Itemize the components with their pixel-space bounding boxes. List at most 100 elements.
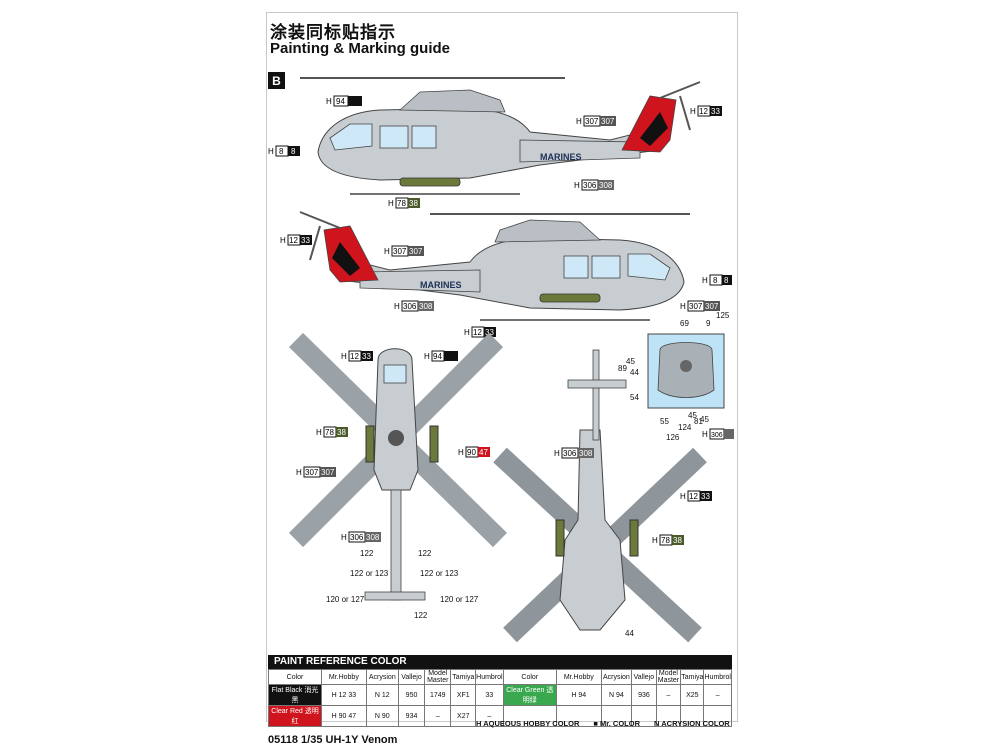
table-cell: XF1 — [450, 684, 477, 706]
footer-product-code: 05118 1/35 UH-1Y Venom — [268, 734, 398, 746]
col-header: Acrysion — [600, 669, 633, 685]
svg-text:44: 44 — [625, 629, 634, 638]
paint-table-heading: PAINT REFERENCE COLOR — [268, 655, 732, 669]
svg-text:H: H — [341, 352, 347, 361]
svg-text:8: 8 — [724, 276, 729, 285]
svg-text:H: H — [464, 328, 470, 337]
table-cell: – — [475, 705, 504, 727]
svg-text:33: 33 — [485, 328, 494, 337]
svg-text:306: 306 — [403, 302, 417, 311]
table-cell — [631, 705, 657, 727]
paint-table-header-row: Color Mr.Hobby Acrysion Vallejo Model Ma… — [267, 669, 732, 685]
svg-text:12: 12 — [689, 492, 698, 501]
svg-text:90: 90 — [467, 448, 476, 457]
svg-text:H: H — [280, 236, 286, 245]
table-row: Clear Red 透明红 H 90 47 N 90 934 – X27 – — [267, 705, 732, 727]
svg-text:8: 8 — [291, 147, 296, 156]
svg-text:38: 38 — [673, 536, 682, 545]
table-cell: X27 — [450, 705, 477, 727]
svg-text:308: 308 — [579, 449, 593, 458]
svg-text:94: 94 — [336, 97, 345, 106]
table-cell: H 12 33 — [321, 684, 367, 706]
legend-item: ■ Mr. COLOR — [593, 719, 640, 728]
svg-text:12: 12 — [699, 107, 708, 116]
col-header: Model Master — [424, 669, 452, 685]
legend-item: H AQUEOUS HOBBY COLOR — [476, 719, 579, 728]
svg-text:H: H — [268, 147, 274, 156]
svg-text:54: 54 — [630, 393, 639, 402]
table-cell: – — [703, 684, 732, 706]
paint-table-grid: Color Mr.Hobby Acrysion Vallejo Model Ma… — [267, 669, 732, 727]
svg-text:33: 33 — [701, 492, 710, 501]
svg-text:45: 45 — [626, 357, 635, 366]
svg-text:H: H — [652, 536, 658, 545]
col-header: Acrysion — [365, 669, 399, 685]
svg-text:H: H — [384, 247, 390, 256]
section-badge: B — [268, 72, 285, 89]
paint-legend: H AQUEOUS HOBBY COLOR ■ Mr. COLOR N ACRY… — [476, 719, 730, 728]
svg-text:306: 306 — [711, 432, 723, 439]
table-cell: 950 — [397, 684, 426, 706]
color-cell-flat-black: Flat Black 消光黑 — [267, 684, 323, 706]
legend-text: AQUEOUS HOBBY COLOR — [483, 719, 580, 728]
color-cell-clear-red: Clear Red 透明红 — [267, 705, 323, 727]
table-cell: 1749 — [424, 684, 452, 706]
svg-text:38: 38 — [409, 199, 418, 208]
svg-text:H: H — [680, 302, 686, 311]
table-cell: 934 — [397, 705, 426, 727]
svg-text:124: 124 — [678, 423, 692, 432]
svg-text:120 or 127: 120 or 127 — [440, 595, 479, 604]
col-header: Tamiya — [680, 669, 705, 685]
svg-text:122 or 123: 122 or 123 — [420, 569, 459, 578]
svg-text:122: 122 — [418, 549, 432, 558]
svg-text:78: 78 — [325, 428, 334, 437]
svg-text:122: 122 — [360, 549, 374, 558]
marines-marking-1: MARINES — [540, 152, 582, 162]
svg-text:306: 306 — [350, 533, 364, 542]
svg-text:81: 81 — [694, 417, 703, 426]
svg-text:45: 45 — [700, 415, 709, 424]
svg-text:307: 307 — [393, 247, 407, 256]
svg-text:33: 33 — [711, 107, 720, 116]
svg-text:H: H — [680, 492, 686, 501]
table-cell: N 94 — [600, 684, 633, 706]
color-cell-clear-green: Clear Green 透明绿 — [502, 684, 557, 706]
svg-text:H: H — [326, 97, 332, 106]
col-header: Vallejo — [631, 669, 657, 685]
table-cell: – — [424, 705, 452, 727]
col-header: Model Master — [655, 669, 682, 685]
svg-text:H: H — [296, 468, 302, 477]
svg-text:H: H — [316, 428, 322, 437]
svg-text:120 or 127: 120 or 127 — [326, 595, 365, 604]
svg-text:307: 307 — [705, 302, 719, 311]
svg-text:69: 69 — [680, 319, 689, 328]
svg-text:38: 38 — [337, 428, 346, 437]
svg-text:47: 47 — [479, 448, 488, 457]
col-header: Humbrol — [703, 669, 732, 685]
page-title-english: Painting & Marking guide — [270, 40, 451, 57]
svg-text:H: H — [424, 352, 430, 361]
svg-text:307: 307 — [585, 117, 599, 126]
svg-text:55: 55 — [660, 417, 669, 426]
svg-text:307: 307 — [305, 468, 319, 477]
table-cell: H 94 — [555, 684, 602, 706]
col-header: Mr.Hobby — [321, 669, 367, 685]
table-cell — [555, 705, 602, 727]
svg-text:12: 12 — [473, 328, 482, 337]
svg-text:8: 8 — [713, 276, 718, 285]
page-title-chinese: 涂装同标贴指示 — [270, 23, 396, 43]
svg-text:H: H — [576, 117, 582, 126]
col-header: Color — [502, 669, 557, 685]
svg-text:122 or 123: 122 or 123 — [350, 569, 389, 578]
table-row: Flat Black 消光黑 H 12 33 N 12 950 1749 XF1… — [267, 684, 732, 706]
svg-text:9: 9 — [706, 319, 711, 328]
svg-text:H: H — [388, 199, 394, 208]
svg-text:H: H — [574, 181, 580, 190]
table-cell — [502, 705, 557, 727]
col-header: Tamiya — [450, 669, 477, 685]
svg-text:308: 308 — [366, 533, 380, 542]
